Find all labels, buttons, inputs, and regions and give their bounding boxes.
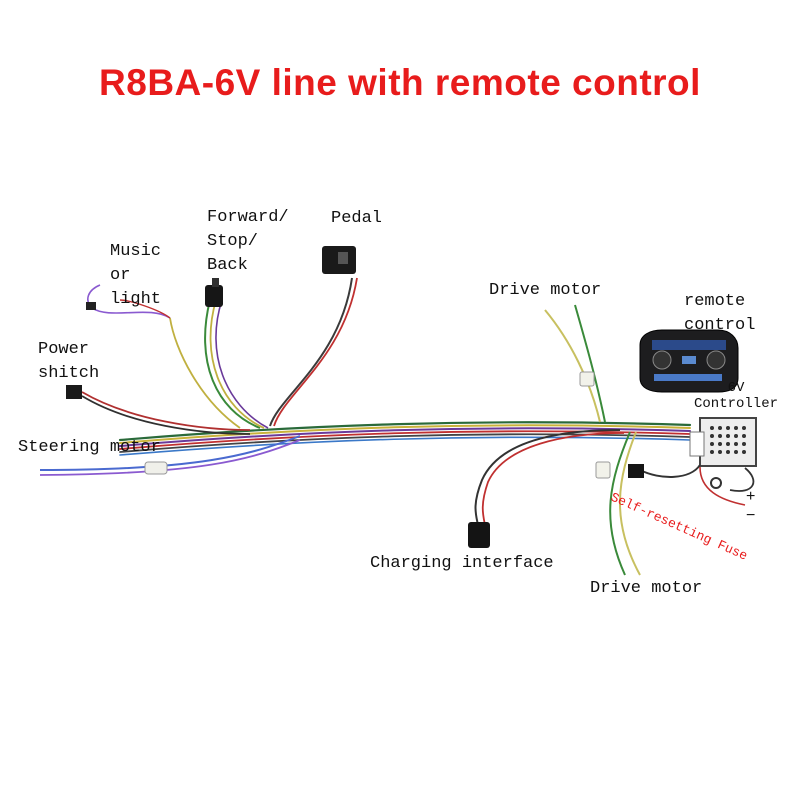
drive-motor-top-connector [579, 371, 595, 387]
drive-motor-top-branch [544, 304, 606, 423]
power-switch-branch [66, 385, 251, 435]
plus-sign: + [746, 488, 756, 505]
label-remote-control: remote control [684, 292, 756, 335]
label-controller: 6V Controller [693, 380, 778, 412]
minus-sign: − [746, 507, 756, 524]
music-light-branch [86, 284, 241, 429]
controller-area [628, 417, 757, 506]
steering-connector [144, 461, 168, 475]
drive-motor-bottom-connector [595, 461, 611, 479]
label-pedal: Pedal [331, 209, 383, 228]
label-music-or-light: Music or light [110, 242, 162, 309]
charging-branch [468, 429, 625, 548]
main-trunk [118, 421, 692, 456]
label-drive-motor-top: Drive motor [489, 281, 602, 300]
direction-switch [205, 285, 223, 307]
drive-motor-bottom-branch [595, 431, 641, 576]
forward-stop-back-branch [204, 278, 269, 429]
remote-control-device [639, 329, 739, 393]
fuse-holder [628, 464, 644, 478]
power-switch-connector [66, 385, 82, 399]
charging-plug [468, 522, 490, 548]
label-power-switch: Power shitch [38, 340, 100, 383]
label-drive-motor-bottom: Drive motor [590, 579, 703, 598]
label-charging-interface: Charging interface [370, 554, 554, 573]
steering-motor-branch [39, 435, 301, 476]
diagram-title: R8BA-6V line with remote control [99, 62, 701, 103]
pedal-branch [269, 246, 358, 427]
label-forward-stop-back: Forward/ Stop/ Back [207, 208, 289, 275]
label-steering-motor: Steering motor [18, 438, 161, 457]
music-light-connector [86, 302, 96, 310]
